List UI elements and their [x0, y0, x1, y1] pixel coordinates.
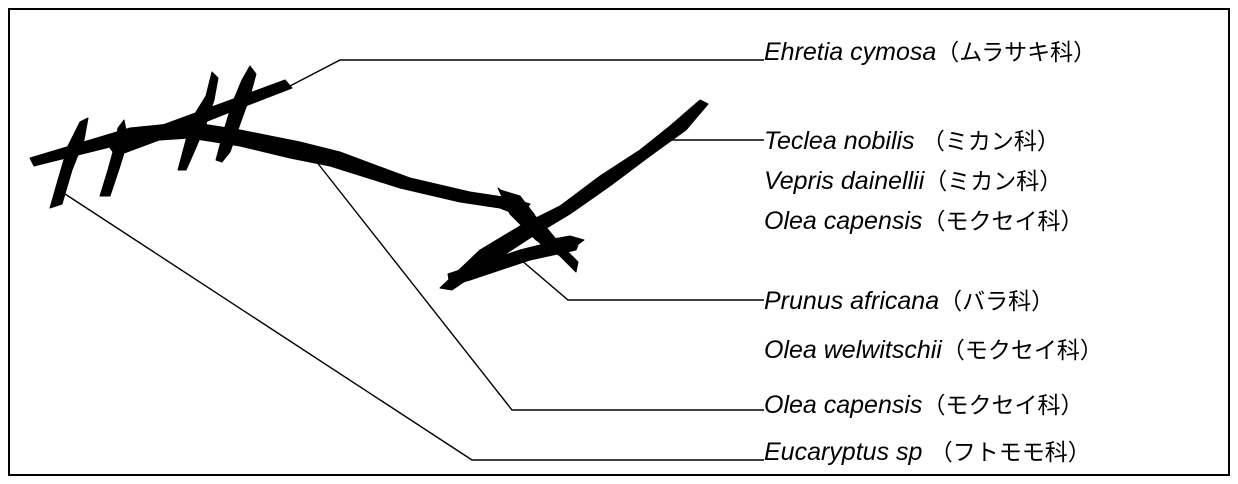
label-teclea: Teclea nobilis （ミカン科）: [764, 126, 1060, 157]
label-olea-welwitschii: Olea welwitschii（モクセイ科）: [764, 335, 1103, 366]
leader-line-olea-capensis: [312, 156, 764, 410]
label-vepris: Vepris dainellii（ミカン科）: [764, 166, 1062, 197]
leader-line-eucaryptus: [62, 192, 764, 460]
label-eucaryptus: Eucaryptus sp （フトモモ科）: [764, 437, 1091, 468]
label-prunus: Prunus africana（バラ科）: [764, 286, 1054, 317]
label-olea-capensis-upper: Olea capensis（モクセイ科）: [764, 206, 1083, 237]
leader-line-prunus: [514, 254, 764, 300]
label-ehretia: Ehretia cymosa（ムラサキ科）: [764, 37, 1096, 68]
label-olea-capensis-lower: Olea capensis（モクセイ科）: [764, 390, 1083, 421]
branch-silhouette: [30, 66, 708, 290]
leader-lines: [62, 60, 764, 460]
leader-line-ehretia: [290, 60, 764, 86]
